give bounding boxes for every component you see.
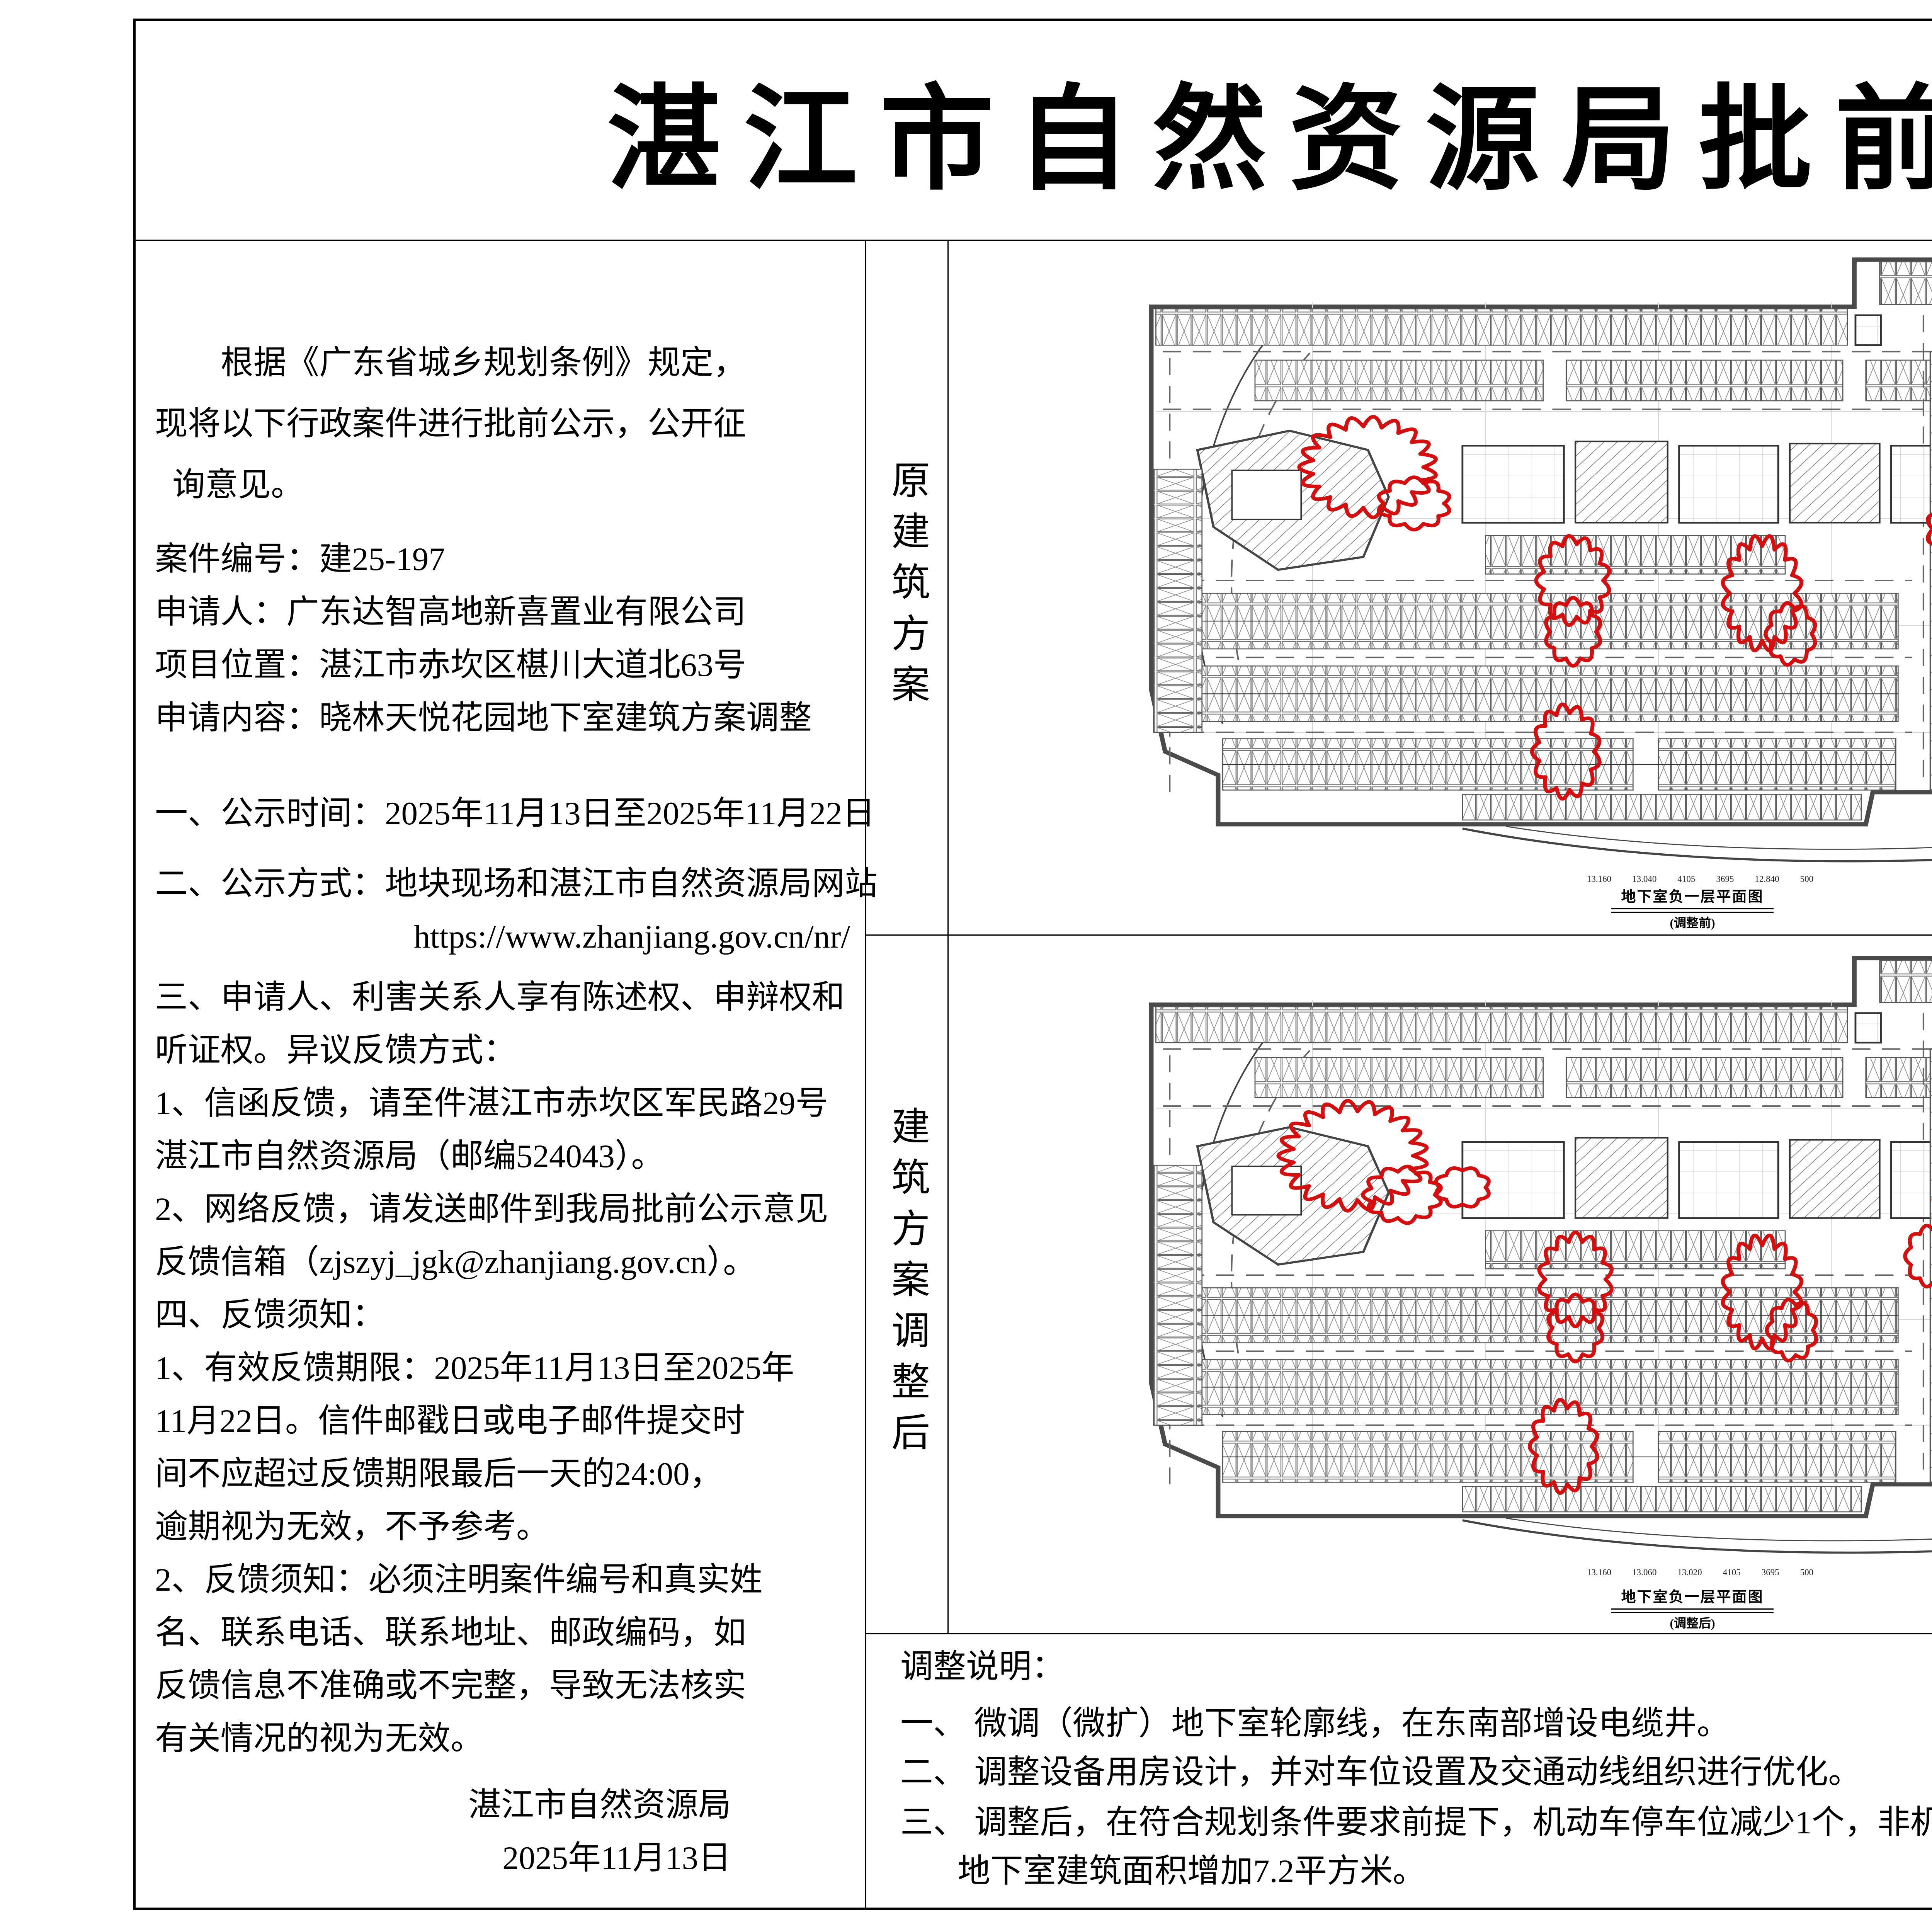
revision-clouds-original bbox=[1297, 415, 1932, 801]
notice-line: 逾期视为无效，不予参考。 bbox=[155, 1509, 549, 1545]
adjust-section-divider bbox=[865, 1633, 1932, 1634]
notice-line: 2、反馈须知：必须注明案件编号和真实姓 bbox=[155, 1562, 763, 1598]
floor-plan-adjusted bbox=[1117, 939, 1932, 1584]
adjust-heading: 调整说明： bbox=[900, 1649, 1065, 1685]
notice-line: 湛江市自然资源局（邮编524043）。 bbox=[155, 1138, 664, 1174]
caption-underline bbox=[1611, 908, 1774, 913]
notice-url: https://www.zhanjiang.gov.cn/nr/ bbox=[413, 919, 850, 955]
plans-divider bbox=[865, 934, 1932, 936]
notice-line: 1、信函反馈，请至件湛江市赤坎区军民路29号 bbox=[155, 1085, 828, 1122]
feedback-email: 反馈信箱（zjszyj_jgk@zhanjiang.gov.cn）。 bbox=[155, 1244, 756, 1280]
left-column-divider bbox=[865, 240, 866, 1910]
label-column-divider bbox=[947, 240, 949, 1634]
revision-clouds-adjusted bbox=[1276, 1099, 1932, 1495]
adjust-item: 二、 调整设备用房设计，并对车位设置及交通动线组织进行优化。 bbox=[900, 1754, 1861, 1790]
adjust-item: 三、 调整后，在符合规划条件要求前提下，机动车停车位减少1个，非机动车停车位增加… bbox=[900, 1804, 1932, 1841]
case-number: 案件编号：建25-197 bbox=[155, 541, 445, 577]
applicant: 申请人：广东达智高地新喜置业有限公司 bbox=[155, 594, 747, 630]
notice-line: 听证权。异议反馈方式： bbox=[155, 1032, 517, 1069]
notice-line: 11月22日。信件邮戳日或电子邮件提交时 bbox=[155, 1403, 745, 1439]
notice-line: 名、联系电话、联系地址、邮政编码，如 bbox=[155, 1615, 747, 1651]
page-border bbox=[133, 19, 1932, 1910]
publicity-period: 一、公示时间：2025年11月13日至2025年11月22日 bbox=[155, 795, 875, 832]
notice-line: 询意见。 bbox=[172, 467, 304, 503]
publicity-method: 二、公示方式：地块现场和湛江市自然资源局网站 bbox=[155, 866, 878, 902]
title-divider bbox=[133, 240, 1932, 241]
adjust-item: 地下室建筑面积增加7.2平方米。 bbox=[957, 1853, 1426, 1889]
title-band: 湛江市自然资源局批前公示 bbox=[133, 19, 1932, 240]
application-content: 申请内容：晓林天悦花园地下室建筑方案调整 bbox=[155, 700, 812, 736]
floor-plan-original bbox=[1117, 240, 1932, 893]
caption-subtitle: (调整前) bbox=[1670, 916, 1715, 930]
label-original-plan: 原建筑方案 bbox=[885, 460, 929, 715]
notice-line: 有关情况的视为无效。 bbox=[155, 1721, 484, 1757]
adjustment-notes: 调整说明： 一、 微调（微扩）地下室轮廓线，在东南部增设电缆井。 二、 调整设备… bbox=[865, 1634, 1932, 1892]
page-title: 湛江市自然资源局批前公示 bbox=[607, 77, 1932, 204]
level-dimension-labels: 13.160 13.040 4105 3695 12.840 500 bbox=[1587, 874, 1814, 884]
notice-line: 1、有效反馈期限：2025年11月13日至2025年 bbox=[155, 1350, 794, 1386]
level-dimension-labels: 13.160 13.060 13.020 4105 3695 500 bbox=[1587, 1567, 1814, 1577]
caption-title: 地下室负一层平面图 bbox=[1621, 889, 1764, 905]
plan-caption-adjusted: 地下室负一层平面图 (调整后) bbox=[1538, 1588, 1847, 1631]
project-location: 项目位置：湛江市赤坎区椹川大道北63号 bbox=[155, 647, 747, 683]
notice-line: 间不应超过反馈期限最后一天的24:00， bbox=[155, 1456, 723, 1492]
notice-line: 三、申请人、利害关系人享有陈述权、申辩权和 bbox=[155, 979, 845, 1016]
label-adjusted-plan: 建筑方案调整后 bbox=[885, 1106, 929, 1463]
caption-subtitle: (调整后) bbox=[1670, 1616, 1715, 1630]
plan-caption-original: 地下室负一层平面图 (调整前) bbox=[1538, 888, 1847, 931]
notice-line: 根据《广东省城乡规划条例》规定， bbox=[221, 345, 747, 381]
notice-line: 反馈信息不准确或不完整，导致无法核实 bbox=[155, 1668, 747, 1704]
notice-line: 现将以下行政案件进行批前公示，公开征 bbox=[155, 406, 747, 442]
notice-text-panel: 根据《广东省城乡规划条例》规定， 现将以下行政案件进行批前公示，公开征 询意见。… bbox=[133, 240, 878, 1910]
notice-line: 2、网络反馈，请发送邮件到我局批前公示意见 bbox=[155, 1191, 828, 1227]
adjust-item: 一、 微调（微扩）地下室轮廓线，在东南部增设电缆井。 bbox=[900, 1705, 1730, 1742]
notice-line: 四、反馈须知： bbox=[155, 1297, 385, 1333]
agency-signature: 湛江市自然资源局 bbox=[468, 1787, 731, 1823]
caption-title: 地下室负一层平面图 bbox=[1621, 1589, 1764, 1605]
notice-date: 2025年11月13日 bbox=[502, 1840, 731, 1876]
caption-underline bbox=[1611, 1608, 1774, 1613]
